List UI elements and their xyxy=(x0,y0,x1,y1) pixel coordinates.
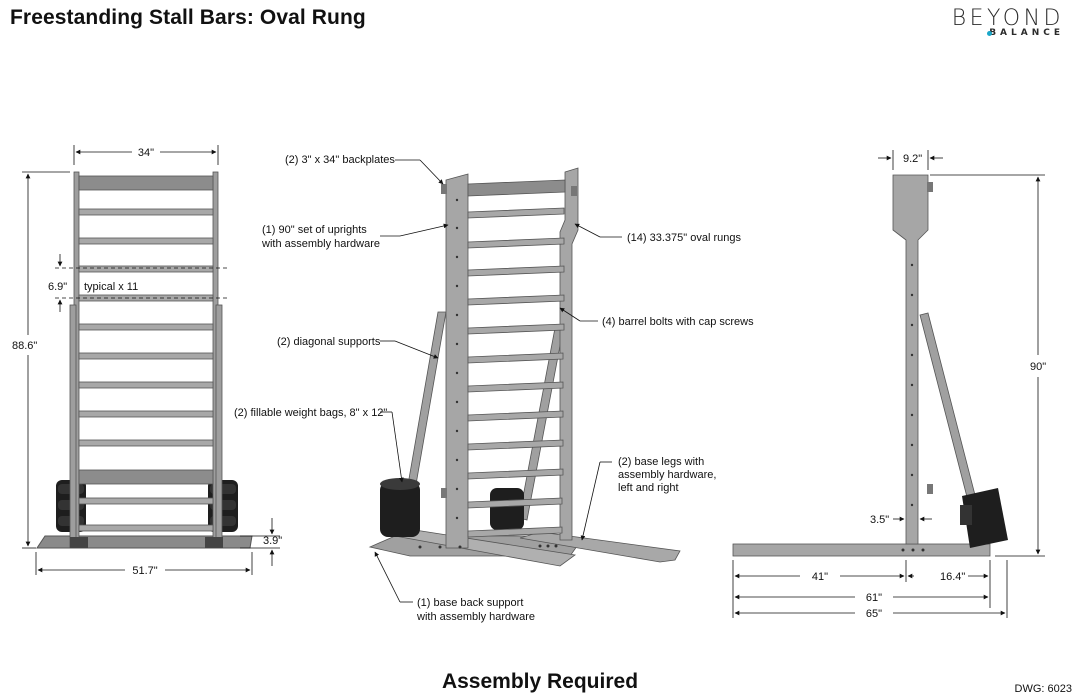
front-base-width-dim: 51.7" xyxy=(132,565,157,577)
side-upright-dim: 3.5" xyxy=(870,514,889,526)
front-width-dim: 34" xyxy=(138,147,154,159)
side-base xyxy=(732,543,991,557)
iso-upright-left xyxy=(445,173,469,549)
front-height-dim: 88.6" xyxy=(12,340,37,352)
callout-base-back-hardware: with assembly hardware xyxy=(416,611,535,623)
callout-diagonal-supports: (2) diagonal supports xyxy=(277,336,381,348)
side-top-depth-dim: 9.2" xyxy=(903,153,922,165)
brand-logo: BEYOND BALANCE xyxy=(952,6,1064,38)
callout-base-legs: (2) base legs with xyxy=(618,456,704,468)
callout-uprights-hardware: with assembly hardware xyxy=(261,238,380,250)
iso-bolt-holes xyxy=(418,198,558,549)
side-front-leg-dim: 41" xyxy=(812,571,828,583)
side-diagonal-support xyxy=(919,312,976,498)
side-overall-depth-dim: 65" xyxy=(866,608,882,620)
iso-weight-bag-left xyxy=(380,478,420,537)
iso-weight-bag-right xyxy=(490,488,524,530)
iso-diagonal-support-left xyxy=(405,311,447,497)
side-upright xyxy=(892,174,929,545)
callout-rungs: (14) 33.375" oval rungs xyxy=(627,232,741,244)
callout-uprights: (1) 90" set of uprights xyxy=(262,224,367,236)
brand-accent-dot xyxy=(987,31,992,36)
front-base-height-dim: 3.9" xyxy=(263,535,282,547)
iso-backplate xyxy=(467,179,566,197)
callout-base-back-support: (1) base back support xyxy=(417,597,523,609)
side-view: 9.2" 90" 3.5" 41" 16.4" 61" 65" xyxy=(732,150,1046,620)
callout-barrel-bolts: (4) barrel bolts with cap screws xyxy=(602,316,754,328)
front-upright-right-lower xyxy=(215,304,223,549)
brand-subtitle: BALANCE xyxy=(989,28,1064,38)
iso-rungs xyxy=(467,207,565,538)
side-weight-bag xyxy=(960,488,1008,548)
front-upright-left-lower xyxy=(69,304,77,549)
callout-base-legs-hardware: assembly hardware, xyxy=(618,469,716,481)
iso-view: (2) 3" x 34" backplates (1) 90" set of u… xyxy=(234,154,754,623)
rung-spacing-note: typical x 11 xyxy=(84,281,138,293)
brand-name: BEYOND xyxy=(951,6,1064,31)
front-view: 34" 88.6" 6.9" typical x 11 51.7" 3.9" xyxy=(12,145,282,577)
front-backplate-top xyxy=(78,175,214,191)
front-rungs xyxy=(78,208,214,532)
callout-backplates: (2) 3" x 34" backplates xyxy=(285,154,395,166)
callout-weight-bags: (2) fillable weight bags, 8" x 12" xyxy=(234,407,387,419)
front-backplate-bottom xyxy=(78,469,214,485)
side-height-dim: 90" xyxy=(1030,361,1046,373)
side-base-depth-dim: 61" xyxy=(866,592,882,604)
drawing-number: DWG: 6023 xyxy=(1014,683,1072,695)
iso-upright-right xyxy=(559,167,579,541)
callout-base-legs-sides: left and right xyxy=(618,482,679,494)
front-weight-bag-right xyxy=(208,480,238,532)
rung-spacing-dim: 6.9" xyxy=(48,281,67,293)
drawing-title: Freestanding Stall Bars: Oval Rung xyxy=(10,6,366,29)
assembly-note: Assembly Required xyxy=(441,670,639,693)
side-rear-leg-dim: 16.4" xyxy=(940,571,965,583)
